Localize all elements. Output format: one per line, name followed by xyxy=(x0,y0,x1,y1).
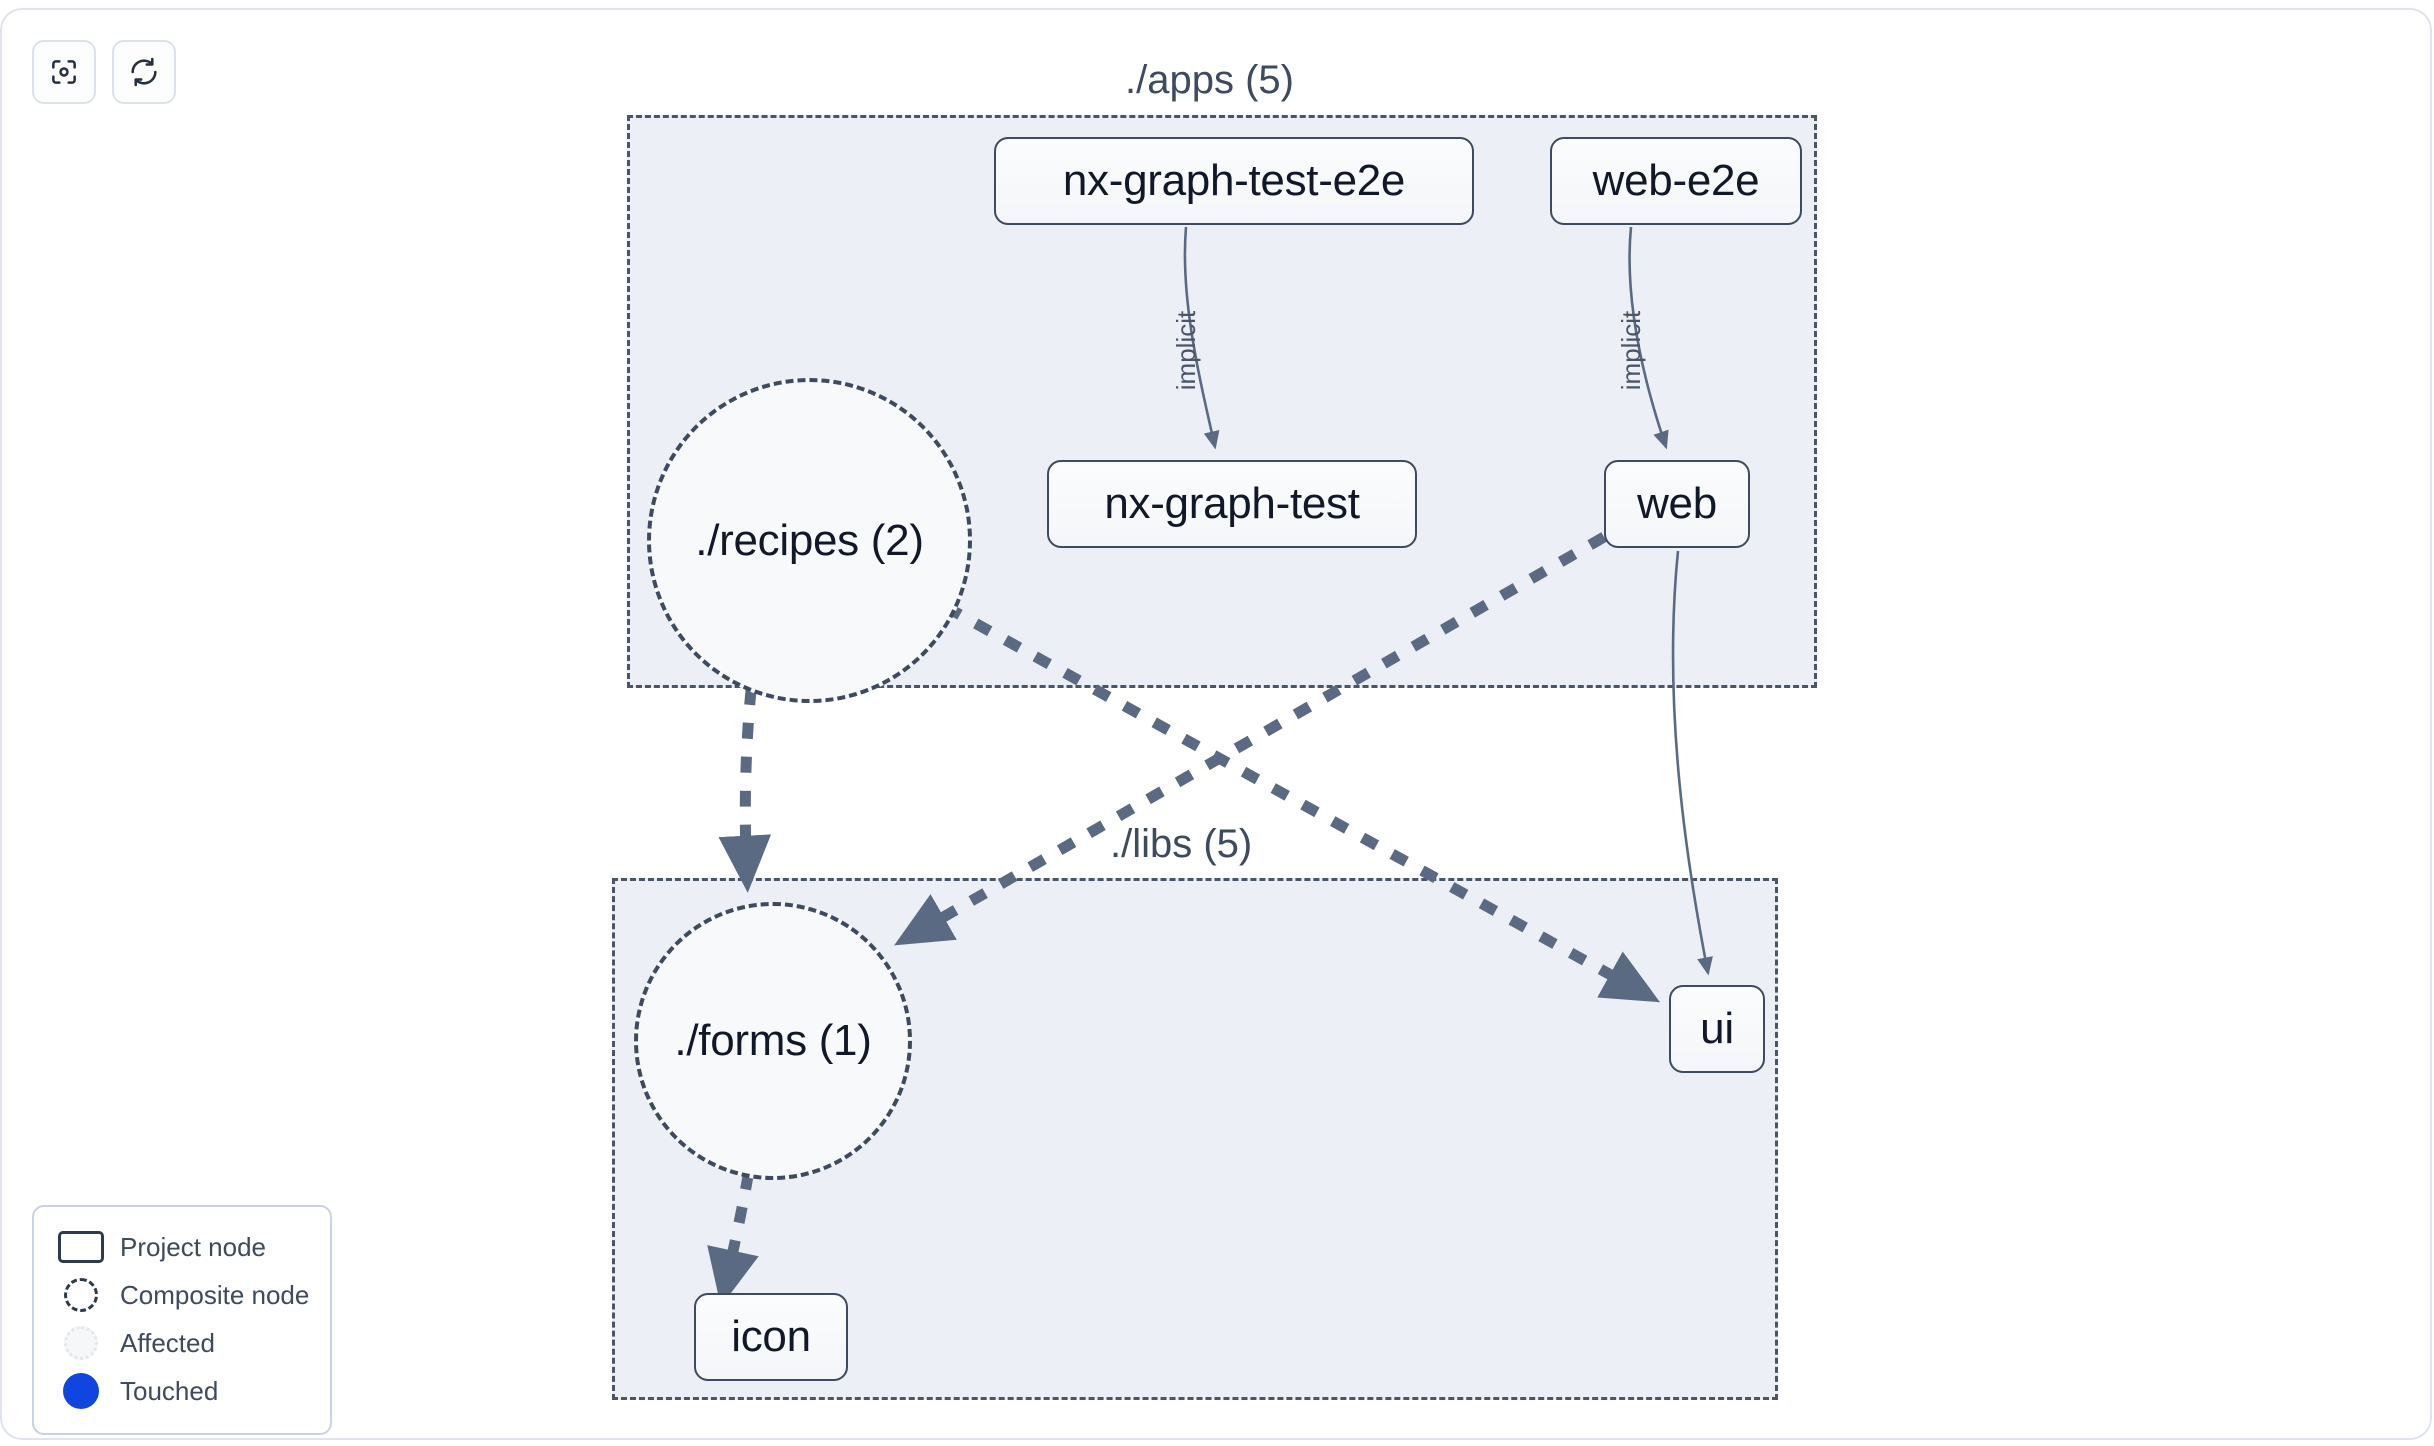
refresh-button[interactable] xyxy=(112,40,176,104)
node-forms[interactable]: ./forms (1) xyxy=(634,902,912,1180)
node-label: nx-graph-test-e2e xyxy=(1062,156,1406,205)
graph-app-frame: ./apps (5) ./libs (5) xyxy=(0,8,2432,1440)
graph-toolbar xyxy=(32,40,176,104)
touched-swatch-icon xyxy=(52,1373,110,1409)
focus-target-button[interactable] xyxy=(32,40,96,104)
node-label: web xyxy=(1637,479,1717,528)
node-label: ./forms (1) xyxy=(674,1016,872,1065)
legend-label: Touched xyxy=(120,1375,219,1406)
node-label: ./recipes (2) xyxy=(695,515,924,565)
node-ui[interactable]: ui xyxy=(1669,985,1765,1073)
legend-label: Composite node xyxy=(120,1279,310,1310)
legend-item-affected: Affected xyxy=(52,1319,312,1367)
affected-swatch-icon xyxy=(52,1326,110,1360)
node-web[interactable]: web xyxy=(1604,460,1750,548)
node-label: web-e2e xyxy=(1592,156,1760,205)
refresh-icon xyxy=(128,56,160,88)
legend-item-project-node: Project node xyxy=(52,1223,312,1271)
legend-label: Affected xyxy=(120,1327,215,1358)
legend-label: Project node xyxy=(120,1231,266,1262)
graph-legend: Project node Composite node Affected Tou… xyxy=(32,1205,332,1435)
node-recipes[interactable]: ./recipes (2) xyxy=(647,378,972,703)
node-label: ui xyxy=(1700,1004,1734,1053)
composite-node-swatch-icon xyxy=(52,1278,110,1312)
node-label: icon xyxy=(731,1312,811,1361)
project-node-swatch-icon xyxy=(52,1231,110,1263)
focus-target-icon xyxy=(48,56,80,88)
node-nx-graph-test[interactable]: nx-graph-test xyxy=(1047,460,1417,548)
node-icon[interactable]: icon xyxy=(694,1293,848,1381)
node-nx-graph-test-e2e[interactable]: nx-graph-test-e2e xyxy=(994,137,1474,225)
node-web-e2e[interactable]: web-e2e xyxy=(1550,137,1802,225)
graph-canvas[interactable]: ./apps (5) ./libs (5) xyxy=(2,10,2430,1438)
legend-item-composite-node: Composite node xyxy=(52,1271,312,1319)
node-label: nx-graph-test xyxy=(1104,479,1360,528)
group-libs-label: ./libs (5) xyxy=(1100,824,1263,864)
legend-item-touched: Touched xyxy=(52,1367,312,1415)
group-apps-label: ./apps (5) xyxy=(1115,60,1304,100)
